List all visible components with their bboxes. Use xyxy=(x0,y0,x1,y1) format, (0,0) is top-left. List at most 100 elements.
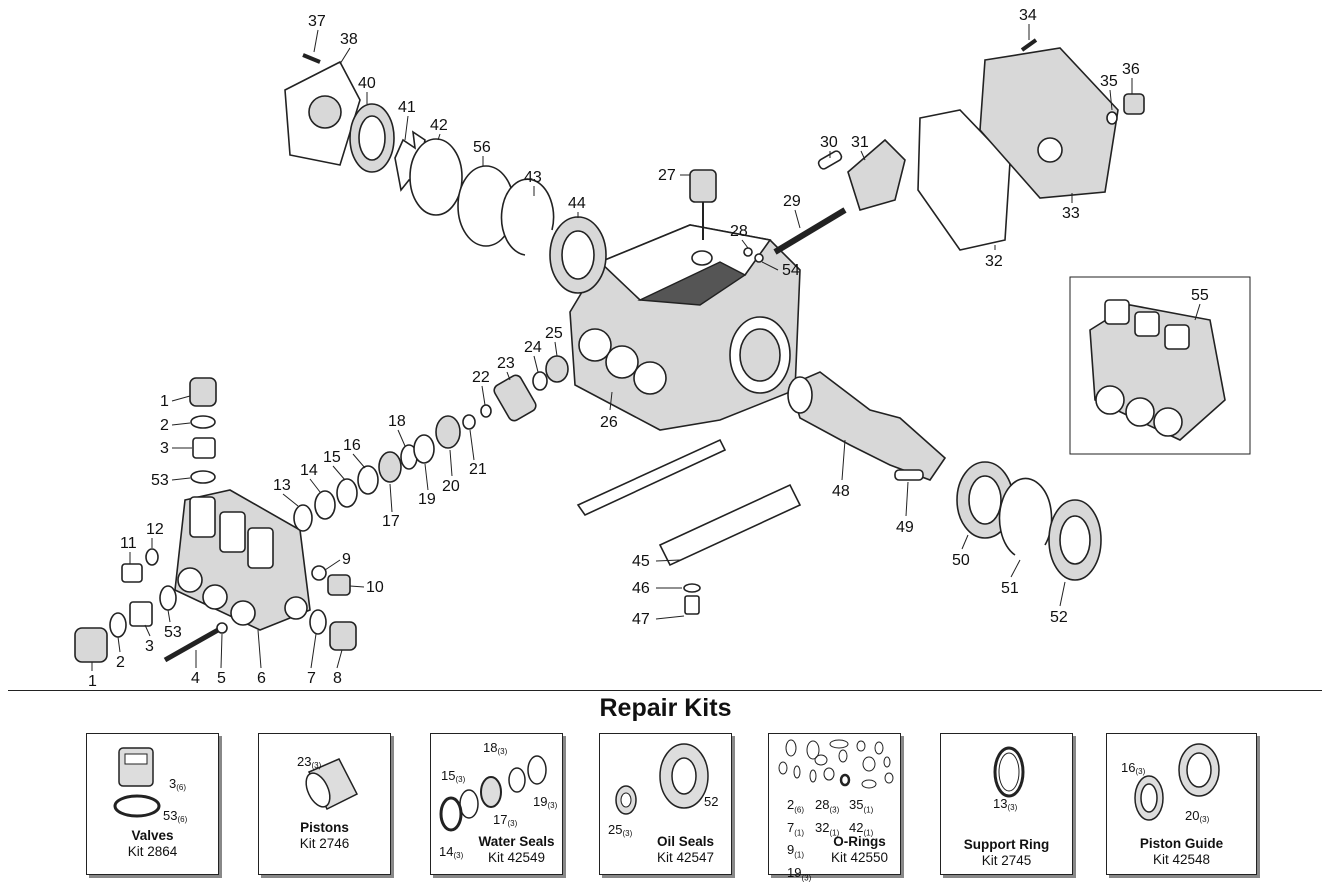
callout-33: 33 xyxy=(1062,205,1080,222)
callout-40: 40 xyxy=(358,75,376,92)
callout-21: 21 xyxy=(469,461,487,478)
crankshaft xyxy=(787,371,1102,581)
callout-45: 45 xyxy=(632,553,650,570)
callout-41: 41 xyxy=(398,99,416,116)
callout-18: 18 xyxy=(388,413,406,430)
callout-29: 29 xyxy=(783,193,801,210)
crankcase-part xyxy=(569,224,801,431)
kit-part-18: 18(3) xyxy=(483,740,508,756)
callout-50: 50 xyxy=(952,552,970,569)
kit-part-25: 25(3) xyxy=(608,822,633,838)
o-ring-list-col1: 2(6) 7(1) 9(1) 19(3) xyxy=(787,797,812,883)
callout-4: 4 xyxy=(191,670,200,687)
callout-36: 36 xyxy=(1122,61,1140,78)
callout-2a: 2 xyxy=(160,417,169,434)
head-assembly-inset xyxy=(1069,276,1251,455)
kit-part-15: 15(3) xyxy=(441,768,466,784)
callout-9: 9 xyxy=(342,551,351,568)
callout-22: 22 xyxy=(472,369,490,386)
callout-44: 44 xyxy=(568,195,586,212)
callout-12: 12 xyxy=(146,521,164,538)
kit-card-water-seals: 18(3) 15(3) 19(3) 17(3) 14(3) Water Seal… xyxy=(430,733,563,875)
callout-27: 27 xyxy=(658,167,676,184)
callout-labels: 37 38 40 41 42 56 43 44 27 28 54 29 30 3… xyxy=(88,7,1209,690)
callout-20: 20 xyxy=(442,478,460,495)
callout-13: 13 xyxy=(273,477,291,494)
kit-part-23: 23(3) xyxy=(297,754,322,770)
callout-46: 46 xyxy=(632,580,650,597)
callout-23: 23 xyxy=(497,355,515,372)
callout-53b: 53 xyxy=(164,624,182,641)
callout-15: 15 xyxy=(323,449,341,466)
callout-24: 24 xyxy=(524,339,542,356)
bearing-cover-left xyxy=(284,53,607,294)
piston-kit-illustration xyxy=(305,758,359,811)
kit-part-53: 53(6) xyxy=(163,808,188,824)
callout-47: 47 xyxy=(632,611,650,628)
kit-part-16: 16(3) xyxy=(1121,760,1146,776)
callout-7: 7 xyxy=(307,670,316,687)
callout-37: 37 xyxy=(308,13,326,30)
kit-part-17: 17(3) xyxy=(493,812,518,828)
repair-kits-title: Repair Kits xyxy=(599,694,732,722)
callout-5: 5 xyxy=(217,670,226,687)
callout-28: 28 xyxy=(730,223,748,240)
callout-10: 10 xyxy=(366,579,384,596)
callout-6: 6 xyxy=(257,670,266,687)
support-ring-kit-illustration xyxy=(993,746,1025,798)
callout-51: 51 xyxy=(1001,580,1019,597)
callout-48: 48 xyxy=(832,483,850,500)
exploded-parts-diagram: 37 38 40 41 42 56 43 44 27 28 54 29 30 3… xyxy=(74,7,1251,690)
oil-cap-assembly xyxy=(689,138,906,263)
callout-30: 30 xyxy=(820,134,838,151)
callout-53a: 53 xyxy=(151,472,169,489)
kit-part-3: 3(6) xyxy=(169,776,187,792)
callout-8: 8 xyxy=(333,670,342,687)
callout-56: 56 xyxy=(473,139,491,156)
kit-part-20: 20(3) xyxy=(1185,808,1210,824)
callout-17: 17 xyxy=(382,513,400,530)
callout-43: 43 xyxy=(524,169,542,186)
rear-cover xyxy=(917,38,1145,251)
callout-25: 25 xyxy=(545,325,563,342)
o-ring-kit-illustration xyxy=(778,739,894,789)
valve-kit-illustration xyxy=(113,747,161,818)
kit-part-13: 13(3) xyxy=(993,796,1018,812)
leader-lines xyxy=(91,24,1201,671)
mounting-rails xyxy=(576,438,802,615)
callout-3a: 3 xyxy=(160,440,169,457)
callout-2b: 2 xyxy=(116,654,125,671)
oil-seal-kit-illustration xyxy=(615,743,709,815)
callout-42: 42 xyxy=(430,117,448,134)
seal-stack xyxy=(293,355,569,532)
callout-26: 26 xyxy=(600,414,618,431)
callout-16: 16 xyxy=(343,437,361,454)
callout-1b: 1 xyxy=(88,673,97,690)
callout-31: 31 xyxy=(851,134,869,151)
kit-part-19: 19(3) xyxy=(533,794,558,810)
valve-stack-left xyxy=(74,377,357,663)
callout-35: 35 xyxy=(1100,73,1118,90)
section-divider xyxy=(8,690,1322,691)
callout-55: 55 xyxy=(1191,287,1209,304)
callout-32: 32 xyxy=(985,253,1003,270)
kit-card-o-rings: 2(6) 7(1) 9(1) 19(3) 28(3) 32(1) 35(1) 4… xyxy=(768,733,901,882)
callout-34: 34 xyxy=(1019,7,1037,24)
manifold-part xyxy=(174,489,311,631)
callout-3b: 3 xyxy=(145,638,154,655)
piston-guide-kit-illustration xyxy=(1134,743,1220,821)
water-seal-kit-illustration xyxy=(439,755,547,832)
callout-14: 14 xyxy=(300,462,318,479)
callout-49: 49 xyxy=(896,519,914,536)
